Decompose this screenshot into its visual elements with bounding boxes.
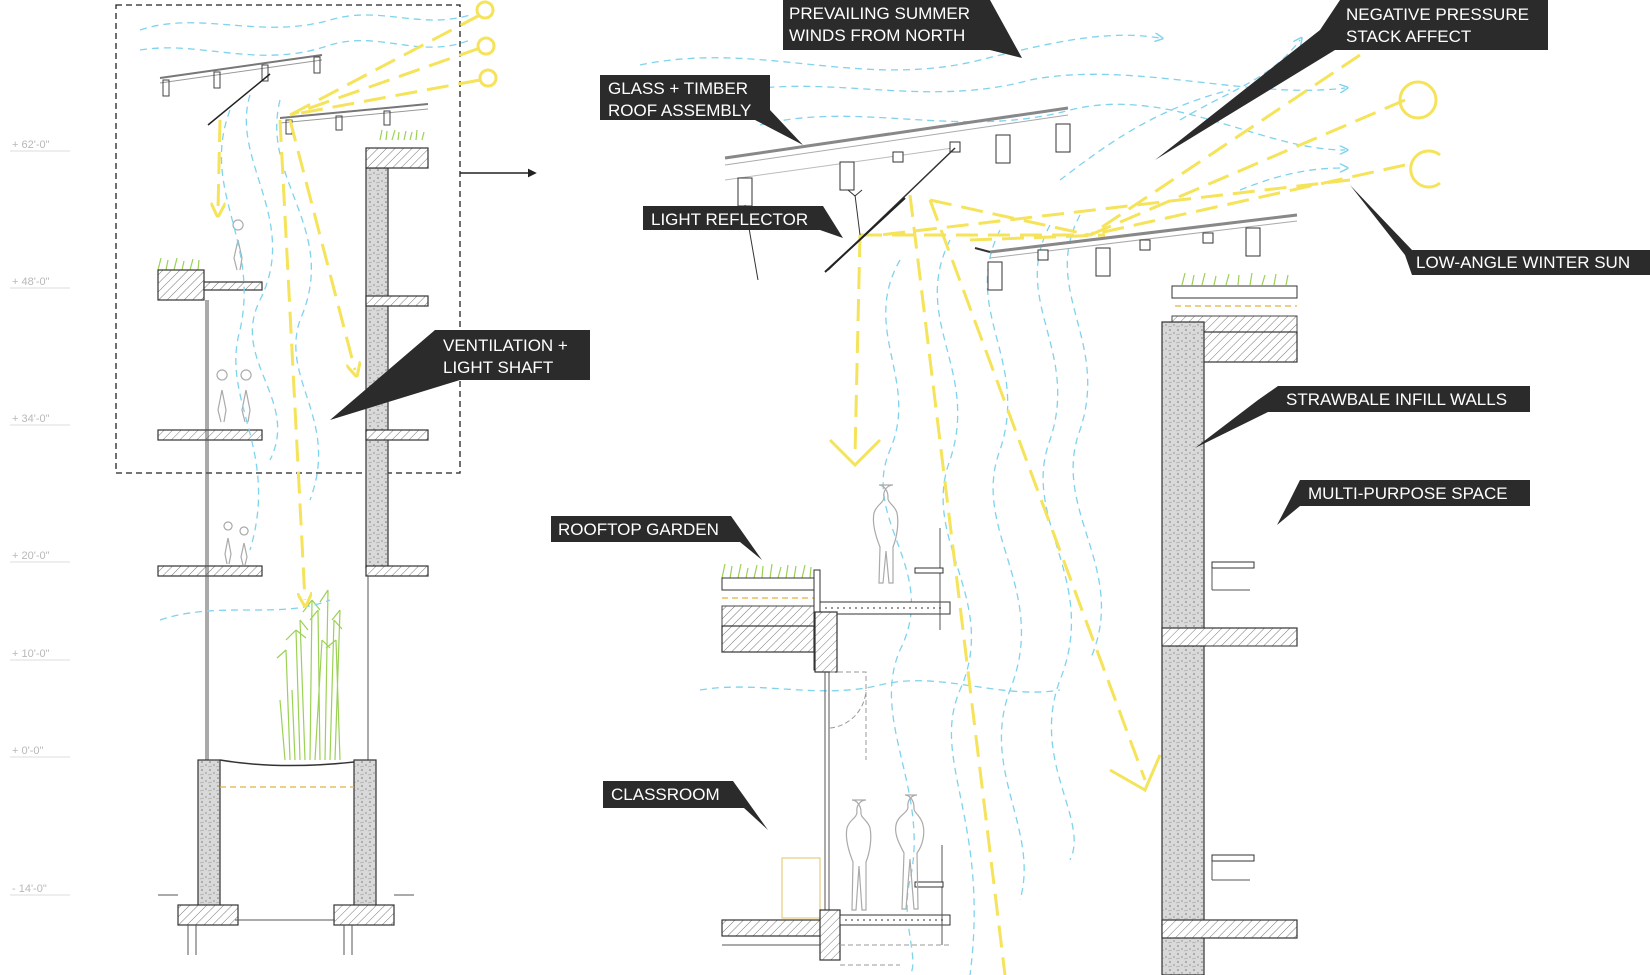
label-low-angle-winter-sun: LOW-ANGLE WINTER SUN: [1350, 185, 1650, 275]
overview-light-paths: [218, 13, 481, 600]
level-10: + 10'-0": [12, 648, 50, 660]
light-reflector-panel: [824, 197, 906, 273]
rooftop-garden-structure: [721, 528, 951, 966]
multipurpose-label: MULTI-PURPOSE SPACE: [1308, 484, 1508, 503]
classroom-label: CLASSROOM: [611, 785, 720, 804]
overview-section: VENTILATION + LIGHT SHAFT: [115, 0, 590, 955]
label-strawbale-walls: STRAWBALE INFILL WALLS: [1195, 386, 1530, 448]
lower-roof: [974, 213, 1298, 291]
glass-timber-roof: [724, 106, 1071, 281]
level-20: + 20'-0": [12, 550, 50, 562]
strawbale-wall: [1161, 272, 1298, 975]
overview-strawbale-wall: [365, 167, 389, 569]
stack-label-line1: NEGATIVE PRESSURE: [1346, 5, 1529, 24]
sun-icon: [476, 36, 496, 56]
roof-label-line1: GLASS + TIMBER: [608, 79, 748, 98]
ventilation-callout: VENTILATION + LIGHT SHAFT: [330, 330, 590, 420]
sun-icon: [1398, 80, 1438, 120]
reflector-label: LIGHT REFLECTOR: [651, 210, 808, 229]
level-0: + 0'-0": [12, 745, 43, 757]
overview-roof: [159, 54, 429, 135]
ventilation-label-line1: VENTILATION +: [443, 336, 568, 355]
enlargement-box: [115, 4, 461, 474]
winds-label-line1: PREVAILING SUMMER: [789, 4, 970, 23]
level-34: + 34'-0": [12, 413, 50, 425]
level-minus-14: - 14'-0": [12, 883, 47, 895]
ventilation-label-line2: LIGHT SHAFT: [443, 358, 553, 377]
sun-icon: [475, 0, 495, 20]
overview-basement: [158, 759, 414, 955]
detail-light-paths: [828, 53, 1406, 975]
label-multipurpose-space: MULTI-PURPOSE SPACE: [1277, 480, 1530, 525]
detail-people: [845, 484, 925, 911]
bamboo-plants: [276, 589, 343, 761]
strawbale-label: STRAWBALE INFILL WALLS: [1286, 390, 1507, 409]
winter-sun-label: LOW-ANGLE WINTER SUN: [1416, 253, 1630, 272]
detail-section: PREVAILING SUMMER WINDS FROM NORTH NEGAT…: [551, 0, 1650, 975]
sun-icon: [1409, 149, 1441, 189]
stack-label-line2: STACK AFFECT: [1346, 27, 1471, 46]
level-markers: + 62'-0" + 48'-0" + 34'-0" + 20'-0" + 10…: [10, 139, 70, 896]
sun-icon: [478, 68, 498, 88]
label-classroom: CLASSROOM: [603, 781, 768, 830]
label-light-reflector: LIGHT REFLECTOR: [643, 206, 843, 238]
label-prevailing-winds: PREVAILING SUMMER WINDS FROM NORTH: [783, 0, 1022, 58]
level-48: + 48'-0": [12, 276, 50, 288]
winds-label-line2: WINDS FROM NORTH: [789, 26, 965, 45]
detail-wind-paths: [639, 35, 1345, 975]
garden-label: ROOFTOP GARDEN: [558, 520, 719, 539]
label-rooftop-garden: ROOFTOP GARDEN: [551, 516, 762, 560]
label-glass-timber-roof: GLASS + TIMBER ROOF ASSEMBLY: [600, 75, 803, 145]
level-62: + 62'-0": [12, 139, 50, 151]
roof-label-line2: ROOF ASSEMBLY: [608, 101, 751, 120]
overview-people: [216, 219, 252, 566]
label-negative-pressure: NEGATIVE PRESSURE STACK AFFECT: [1155, 0, 1548, 160]
